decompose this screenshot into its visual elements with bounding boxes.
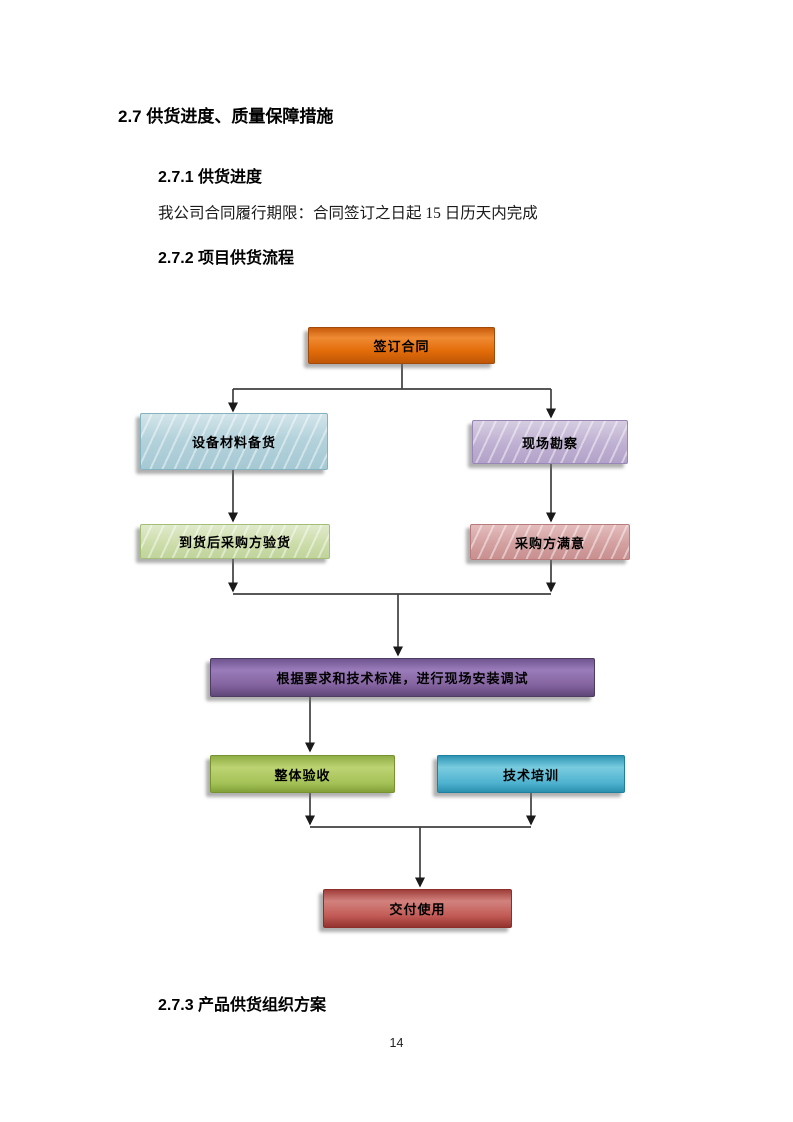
flow-node-site-survey: 现场勘察 <box>472 420 628 464</box>
flow-node-label: 设备材料备货 <box>191 435 276 450</box>
flow-node-label: 采购方满意 <box>514 535 585 551</box>
page-number: 14 <box>389 1036 404 1050</box>
paragraph-delivery-period: 我公司合同履行期限：合同签订之日起 15 日历天内完成 <box>158 205 538 222</box>
flow-node-sign-contract: 签订合同 <box>308 327 495 364</box>
subsection-heading-2-7-2: 2.7.2 项目供货流程 <box>158 250 295 267</box>
flow-node-equipment-prep: 设备材料备货 <box>140 413 328 470</box>
subsection-heading-2-7-3: 2.7.3 产品供货组织方案 <box>158 997 327 1014</box>
flow-node-label: 现场勘察 <box>521 435 578 451</box>
flow-node-purchaser-satisfied: 采购方满意 <box>470 524 630 560</box>
subsection-heading-2-7-1: 2.7.1 供货进度 <box>158 169 263 186</box>
flow-node-arrival-inspection: 到货后采购方验货 <box>140 524 330 559</box>
section-heading-2-7: 2.7 供货进度、质量保障措施 <box>118 107 334 126</box>
flow-node-technical-training: 技术培训 <box>437 755 625 793</box>
flow-node-label: 根据要求和技术标准，进行现场安装调试 <box>276 671 529 686</box>
flow-node-label: 交付使用 <box>389 902 446 917</box>
flow-node-label: 到货后采购方验货 <box>178 535 291 550</box>
flow-node-label: 技术培训 <box>502 767 559 783</box>
flow-node-overall-acceptance: 整体验收 <box>210 755 395 793</box>
flow-node-install-debug: 根据要求和技术标准，进行现场安装调试 <box>210 658 595 697</box>
flow-node-label: 整体验收 <box>274 767 331 783</box>
flow-node-label: 签订合同 <box>373 339 430 354</box>
flow-node-delivery: 交付使用 <box>323 889 512 928</box>
